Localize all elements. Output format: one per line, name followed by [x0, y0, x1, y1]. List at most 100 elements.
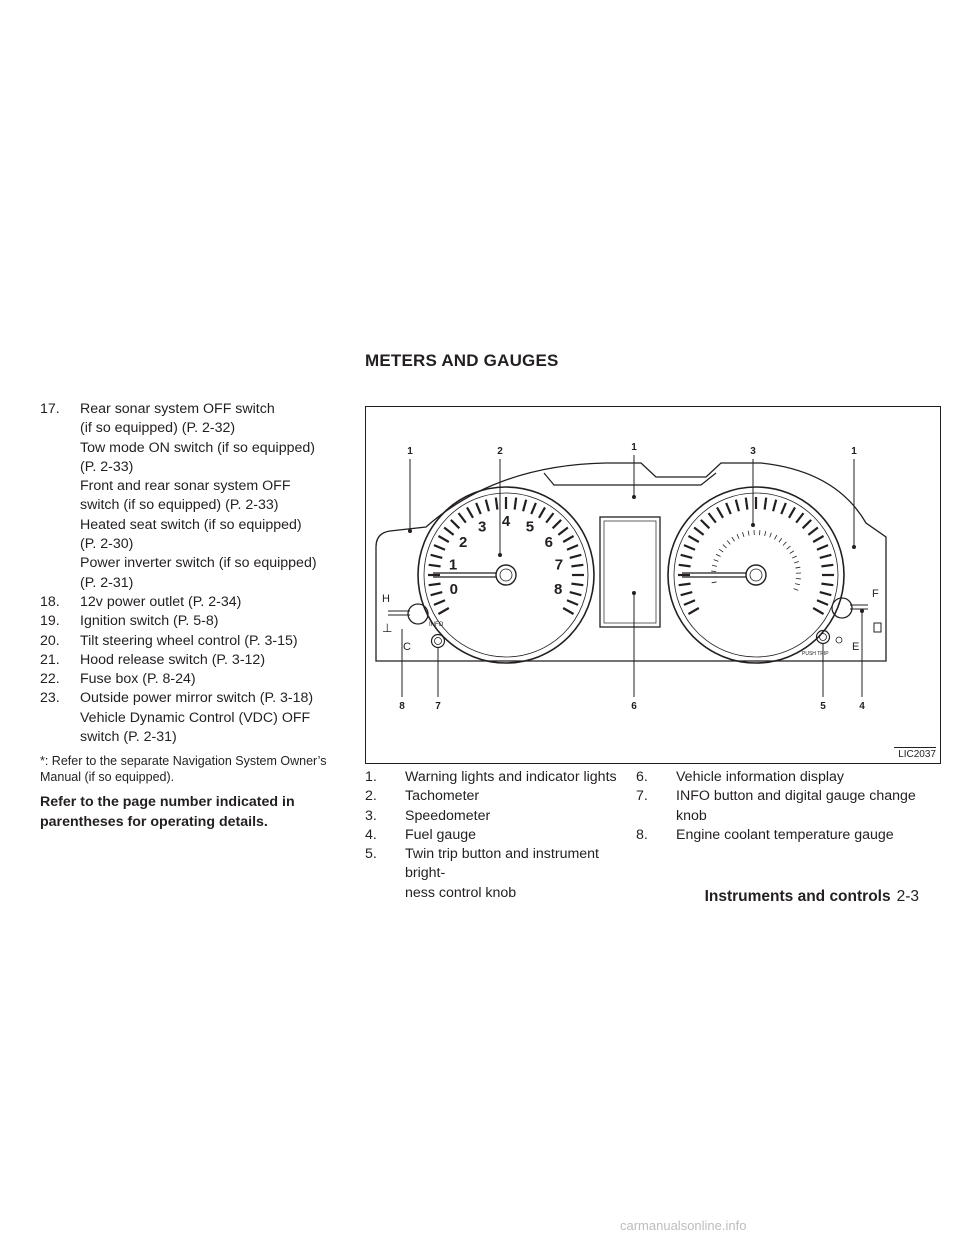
controls-list-item: 21.Hood release switch (P. 3-12) — [40, 651, 350, 670]
gauge-tick — [437, 607, 450, 615]
footer-section: Instruments and controls — [704, 888, 891, 905]
gauge-tick — [569, 591, 582, 597]
controls-list-item-line: switch (P. 2-31) — [80, 729, 177, 746]
legend-item-number: 7. — [636, 788, 648, 805]
controls-list-item: 18.12v power outlet (P. 2-34) — [40, 593, 350, 612]
controls-list-item-line: switch (if so equipped) (P. 2-33) — [80, 497, 279, 514]
controls-list-item-number: 19. — [40, 613, 60, 630]
info-knob[interactable] — [430, 633, 446, 649]
legend-item-line: ness control knob — [405, 884, 517, 901]
callout-bottom-8: 8 — [399, 701, 405, 712]
gauge-tick — [782, 541, 787, 546]
gauge-tick — [713, 559, 719, 562]
tachometer-number: 6 — [545, 534, 553, 551]
gauge-tick — [707, 512, 717, 524]
gauge-tick — [569, 553, 582, 559]
gauge-tick — [557, 526, 569, 536]
controls-list-item-line: 12v power outlet (P. 2-34) — [80, 593, 242, 610]
gauge-tick — [693, 526, 705, 536]
gauge-tick — [725, 502, 732, 515]
fuel-gauge-hub — [831, 597, 853, 619]
gauge-tick — [475, 502, 482, 515]
controls-list-item-number: 23. — [40, 690, 60, 707]
gauge-tick — [687, 607, 700, 615]
controls-list-item: 19.Ignition switch (P. 5-8) — [40, 612, 350, 631]
gauge-tick — [457, 512, 467, 524]
controls-list-item-number: 21. — [40, 651, 60, 668]
figure-code: LIC2037 — [894, 747, 936, 760]
gauge-tick — [819, 553, 832, 559]
gauge-tick — [736, 534, 740, 539]
legend-item-number: 2. — [365, 788, 377, 805]
gauge-tick — [816, 599, 829, 606]
legend-item-line: Tachometer — [405, 788, 480, 805]
controls-list-item-line: Rear sonar system OFF switch — [80, 401, 275, 417]
gauge-tick — [428, 582, 441, 587]
callout-lines — [401, 455, 863, 697]
gauge-tick — [430, 591, 443, 597]
gauge-tick — [786, 545, 791, 550]
legend-item: 4.Fuel gauge — [365, 826, 630, 845]
callout-bottom-6: 6 — [631, 701, 637, 712]
warning-light-hood — [543, 472, 717, 486]
gauge-tick — [794, 561, 800, 564]
callout-top-1: 1 — [407, 446, 413, 457]
controls-list-item-line: (P. 2-30) — [80, 536, 134, 553]
controls-list-item-line: Front and rear sonar system OFF — [80, 478, 291, 495]
callout-bottom-4: 4 — [859, 701, 865, 712]
controls-list-item-line: Power inverter switch (if so equipped) — [80, 555, 317, 572]
legend-item-line: Twin trip button and instrument bright- — [405, 846, 599, 882]
gauge-tick — [678, 582, 691, 587]
callout-top-3: 3 — [750, 446, 756, 457]
legend-item-line: knob — [676, 807, 707, 824]
gauge-tick — [807, 526, 819, 536]
gauge-tick — [571, 582, 584, 587]
callout-dots — [408, 495, 864, 613]
controls-list-item: 22.Fuse box (P. 8-24) — [40, 670, 350, 689]
gauge-tick — [566, 599, 579, 606]
temperature-high-label: H — [382, 593, 390, 605]
controls-list-item-line: (P. 2-33) — [80, 458, 134, 475]
gauge-tick — [562, 535, 575, 543]
callout-top-1c: 1 — [851, 446, 857, 457]
gauge-tick — [795, 512, 805, 524]
legend-item-line: Speedometer — [405, 807, 491, 824]
gauge-tick — [538, 506, 546, 519]
temperature-low-label: C — [403, 641, 411, 653]
tachometer-inner-ring — [423, 492, 589, 658]
refer-note: Refer to the page number indicated in pa… — [40, 794, 295, 830]
legend-item-number: 8. — [636, 826, 648, 843]
controls-list-item-number: 20. — [40, 632, 60, 649]
gauge-tick — [683, 599, 696, 606]
legend-item-number: 3. — [365, 807, 377, 824]
fuel-empty-label: E — [852, 641, 859, 653]
gauge-tick — [726, 540, 731, 545]
trip-label: PUSH TRIP — [802, 651, 829, 657]
gauge-tick — [433, 544, 446, 551]
gauge-tick — [792, 555, 797, 559]
legend-item-number: 1. — [365, 769, 377, 785]
gauge-tick — [428, 563, 441, 568]
section-title: METERS AND GAUGES — [365, 351, 559, 370]
legend-item-line: Warning lights and indicator lights — [405, 769, 617, 785]
callout-labels: 1 2 1 3 1 8 7 6 5 4 — [399, 442, 865, 712]
gauge-tick — [744, 497, 749, 510]
gauge-tick — [774, 534, 778, 540]
temperature-gauge-hub — [407, 603, 429, 625]
gauge-tick — [683, 544, 696, 551]
fuel-full-label: F — [872, 588, 879, 600]
tachometer-number: 2 — [459, 534, 467, 551]
tachometer-number: 8 — [554, 581, 562, 598]
legend-column-a: 1. Warning lights and indicator lights 2. T… — [365, 768, 630, 903]
page-number: 2-3 — [896, 888, 919, 905]
speedometer-ring — [667, 486, 845, 664]
gauge-tick — [715, 553, 721, 557]
gauge-tick — [816, 544, 829, 551]
gauge-tick — [522, 499, 528, 512]
controls-list-item-number: 22. — [40, 671, 60, 688]
gauge-tick — [742, 531, 745, 537]
brightness-icon — [835, 636, 843, 644]
coolant-icon: ⊥ — [382, 621, 392, 635]
